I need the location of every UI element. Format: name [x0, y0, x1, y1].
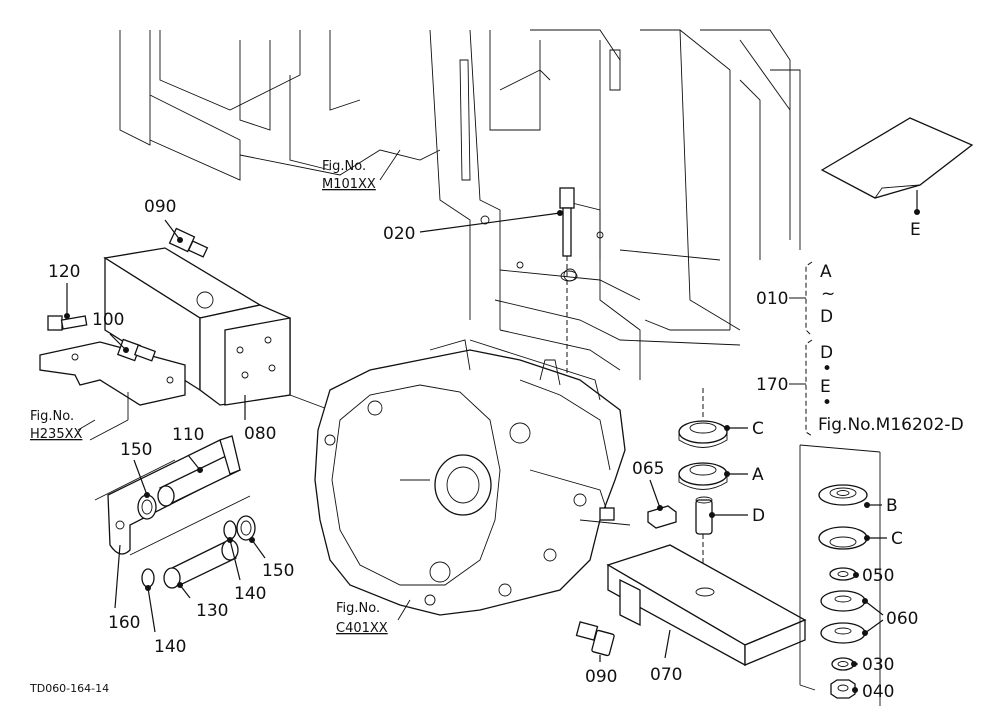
callout-030: 030	[862, 655, 894, 675]
leader-lines	[64, 190, 920, 693]
callout-020: 020	[383, 224, 415, 244]
letter-c-upper: C	[752, 419, 764, 439]
callout-065: 065	[632, 459, 664, 479]
washer-060-upper	[820, 590, 866, 612]
document-code: TD060-164-14	[29, 682, 109, 695]
mount-a	[678, 462, 728, 490]
fig-ref-c401-code: C401XX	[336, 621, 388, 636]
fig-ref-c401-prefix: Fig.No.	[336, 601, 380, 616]
letter-c-lower: C	[891, 529, 903, 549]
callout-140-left: 140	[154, 637, 186, 657]
bolt-120	[47, 315, 88, 331]
lock-washer-030	[831, 657, 855, 671]
nut-040	[830, 679, 856, 699]
washer-050	[829, 567, 857, 581]
mount-b	[818, 484, 868, 506]
letter-a: A	[752, 465, 764, 485]
group-170-e: E	[820, 377, 831, 397]
callout-080: 080	[244, 424, 276, 444]
group-bracket-170	[789, 339, 813, 437]
bracket-070	[606, 544, 807, 667]
fig-ref-h235-prefix: Fig.No.	[30, 409, 74, 424]
letter-d: D	[752, 506, 765, 526]
sleeve-d	[695, 496, 713, 535]
mount-c-upper	[678, 420, 728, 448]
pin-110	[157, 435, 242, 507]
group-010-to: D	[820, 307, 833, 327]
callout-170: 170	[756, 375, 788, 395]
fig-ref-h235-code: H235XX	[30, 427, 82, 442]
fig-ref-m101-prefix: Fig.No.	[322, 159, 366, 174]
ring-140-right	[223, 520, 237, 540]
callout-040: 040	[862, 682, 894, 702]
letter-b: B	[886, 496, 898, 516]
callout-150-right: 150	[262, 561, 294, 581]
group-010-tilde: ~	[821, 284, 835, 304]
callout-010: 010	[756, 289, 788, 309]
pin-130	[163, 539, 239, 589]
callout-150-left: 150	[120, 440, 152, 460]
fig-ref-m101-code: M101XX	[322, 177, 376, 192]
callout-050: 050	[862, 566, 894, 586]
sheet-part-e	[820, 117, 974, 199]
group-170-fig-ref: Fig.No.M16202-D	[818, 415, 964, 435]
mount-c-lower	[818, 526, 868, 550]
transmission-housing	[314, 339, 631, 616]
bracket-080	[103, 247, 291, 406]
washer-060-lower	[820, 622, 866, 644]
group-170-dot1: •	[822, 359, 832, 379]
group-170-d: D	[820, 343, 833, 363]
letter-e: E	[910, 220, 921, 240]
callout-140-right: 140	[234, 584, 266, 604]
callout-110: 110	[172, 425, 204, 445]
bolt-090-lower	[575, 621, 615, 657]
group-170-dot2: •	[822, 393, 832, 413]
callout-070: 070	[650, 665, 682, 685]
callout-160: 160	[108, 613, 140, 633]
collar-150-left	[137, 494, 157, 520]
ring-140-left	[141, 568, 155, 588]
group-010-from: A	[820, 262, 832, 282]
collar-150-right	[236, 515, 256, 541]
block-065	[647, 505, 677, 529]
group-bracket-010	[789, 261, 813, 337]
callout-060: 060	[886, 609, 918, 629]
callout-100: 100	[92, 310, 124, 330]
callout-090-upper: 090	[144, 197, 176, 217]
fig-ref-leaders	[77, 149, 411, 621]
callout-090-lower: 090	[585, 667, 617, 687]
callout-120: 120	[48, 262, 80, 282]
frame-structure	[119, 29, 801, 380]
callout-130: 130	[196, 601, 228, 621]
